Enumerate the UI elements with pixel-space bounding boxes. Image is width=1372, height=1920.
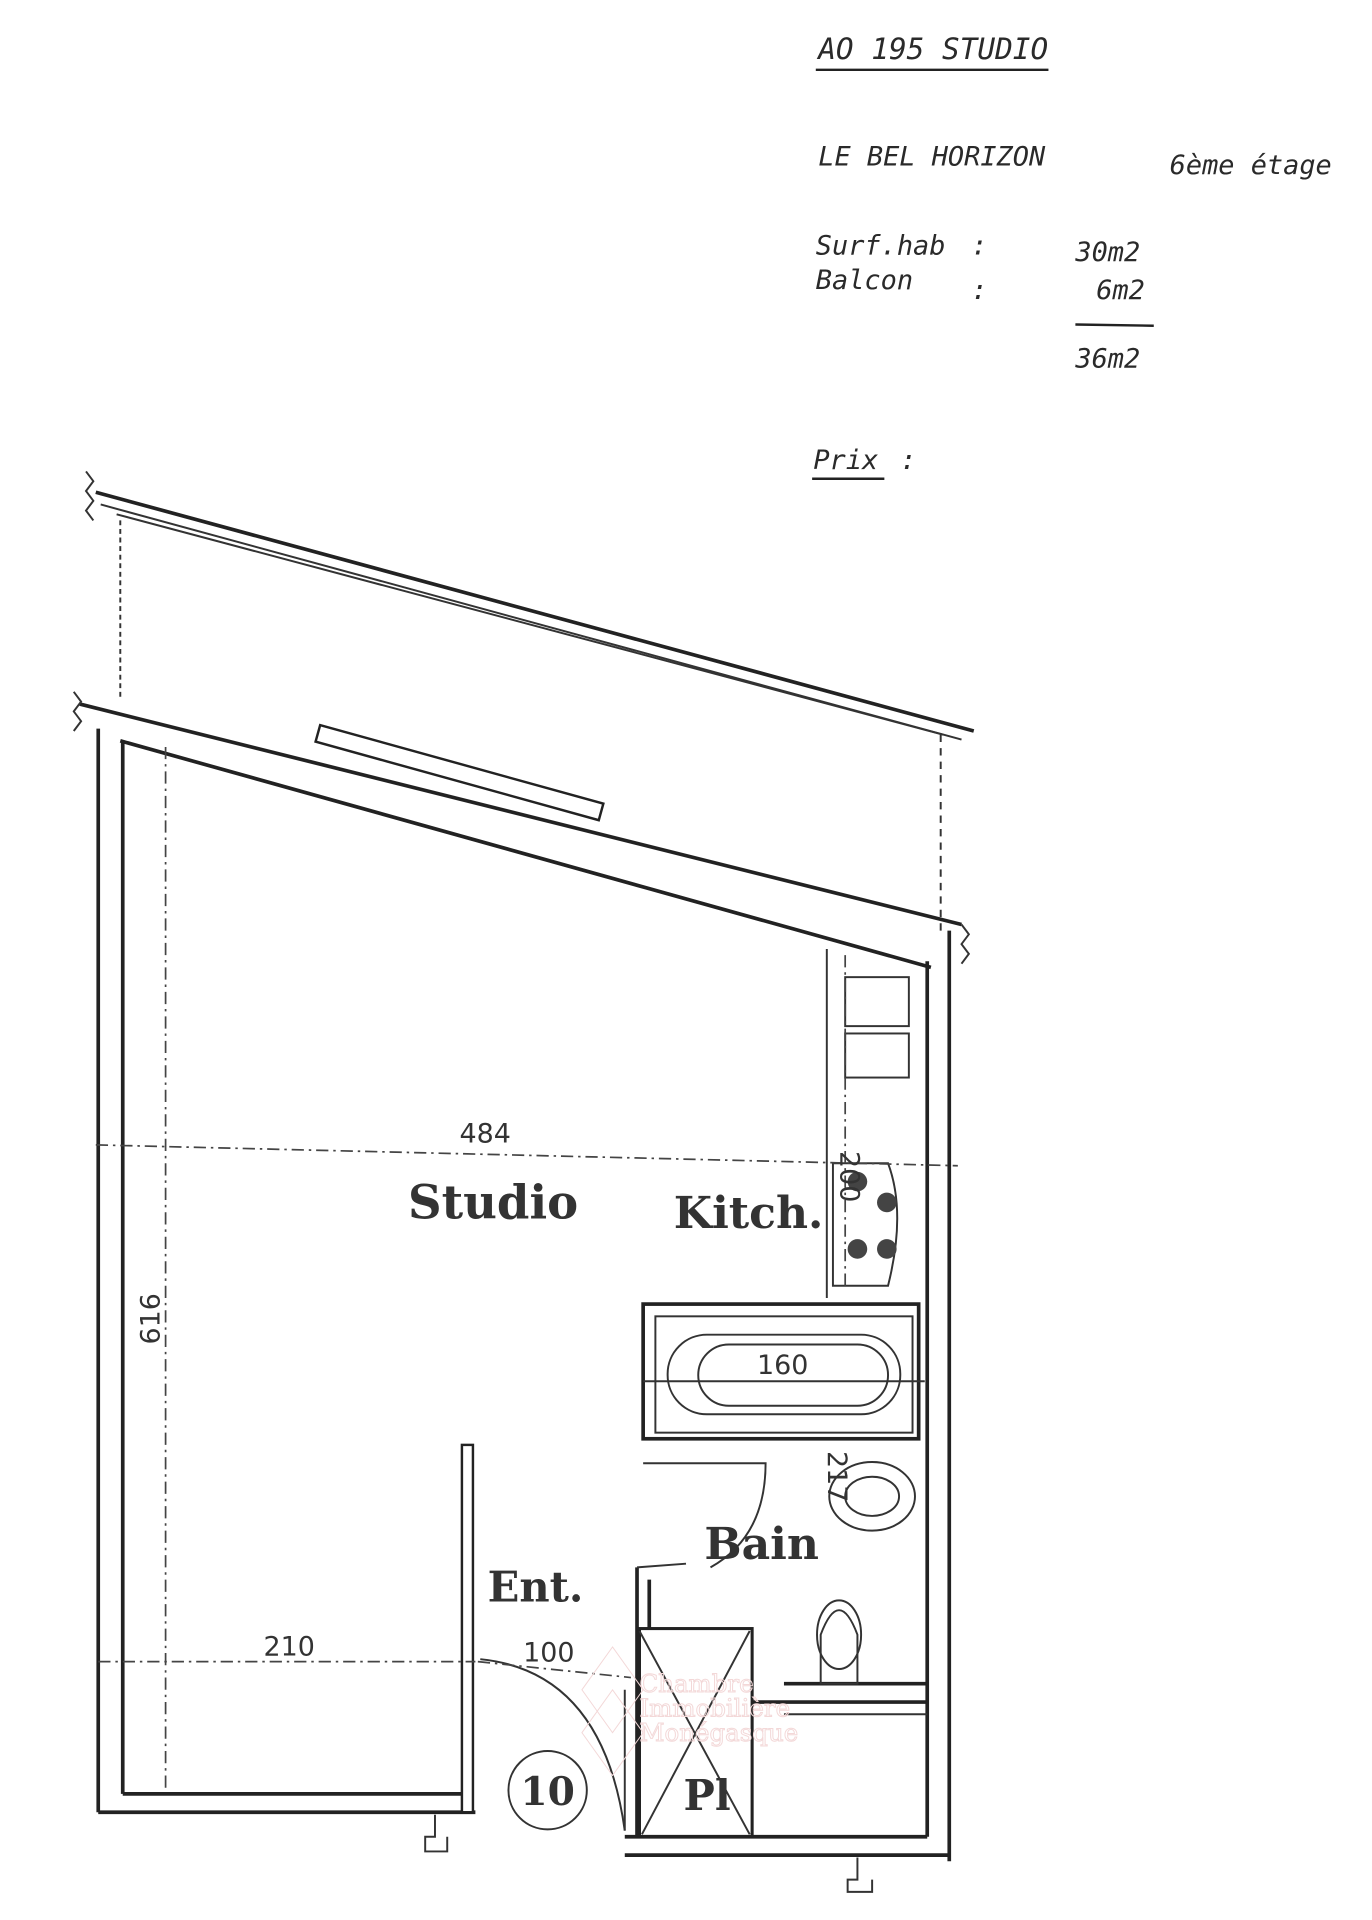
surface-value-habitable: 30m2 xyxy=(1074,237,1140,268)
building-name: LE BEL HORIZON xyxy=(818,141,1046,172)
dimension-width: 484 xyxy=(459,1118,510,1149)
svg-text:Monégasque: Monégasque xyxy=(639,1718,798,1747)
dimension-lines xyxy=(95,746,958,1788)
surface-total: 36m2 xyxy=(1074,343,1140,374)
price-label: Prix xyxy=(813,445,878,476)
walls xyxy=(72,691,971,1893)
dimension-depth: 616 xyxy=(135,1293,166,1344)
floor-level: 6ème étage xyxy=(1170,150,1332,181)
sum-line xyxy=(1075,323,1154,327)
balcony xyxy=(84,470,975,931)
room-label-closet: Pl xyxy=(684,1771,731,1820)
window xyxy=(314,723,605,822)
kitchen-fixtures xyxy=(825,948,910,1298)
unit-number-circle xyxy=(507,1750,588,1831)
dimension-entry: 210 xyxy=(264,1632,315,1663)
svg-text:Chambre: Chambre xyxy=(639,1669,753,1698)
room-label-bath: Bain xyxy=(704,1519,819,1570)
room-label-entry: Ent. xyxy=(488,1563,584,1612)
surface-sep: : xyxy=(971,231,987,262)
dimension-bathtub: 160 xyxy=(757,1350,808,1381)
surface-label-balcony: Balcon xyxy=(816,265,913,296)
unit-number: 10 xyxy=(520,1769,575,1815)
surface-value-balcony: 6m2 xyxy=(1096,275,1145,306)
dimension-bath: 217 xyxy=(821,1451,852,1502)
room-label-kitchen: Kitch. xyxy=(674,1188,824,1239)
bathroom-fixtures xyxy=(641,1302,925,1685)
surface-sep: : xyxy=(971,275,987,306)
dimension-kitchen: 200 xyxy=(833,1151,864,1202)
surface-label-habitable: Surf.hab xyxy=(816,231,946,262)
price-sep: : xyxy=(900,445,916,476)
dimension-door: 100 xyxy=(523,1638,574,1669)
plan-title: AO 195 STUDIO xyxy=(816,32,1048,66)
watermark: Chambre Immobilière Monégasque xyxy=(581,1646,799,1777)
header: AO 195 STUDIO LE BEL HORIZON 6ème étage … xyxy=(812,32,1332,480)
svg-text:Immobilière: Immobilière xyxy=(639,1694,790,1723)
room-label-studio: Studio xyxy=(408,1174,578,1229)
